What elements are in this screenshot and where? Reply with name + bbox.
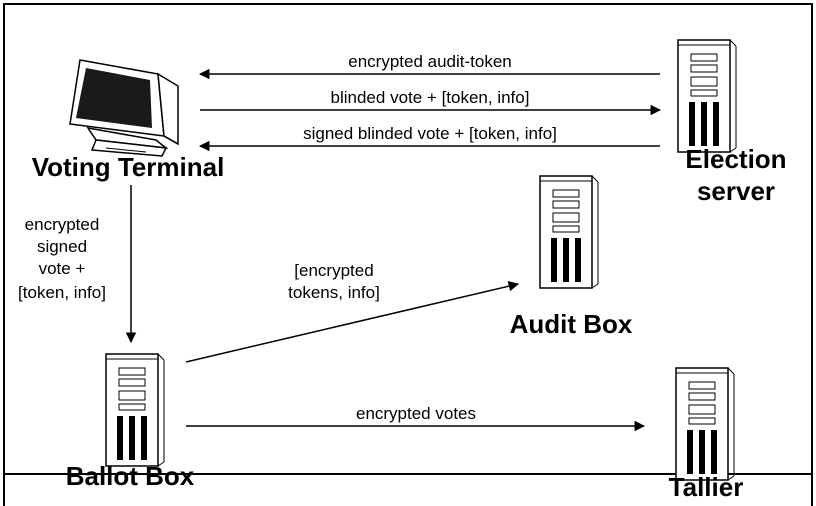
edge-label-ballot-to-tallier: encrypted votes: [356, 404, 476, 423]
node-label-audit-box: Audit Box: [510, 309, 633, 339]
server-tower-icon-election: [677, 39, 737, 153]
edge-label-terminal-to-ballot-line1: encrypted: [25, 215, 100, 234]
node-label-election-server-line2: server: [697, 176, 775, 206]
diagram-frame: [3, 3, 813, 475]
computer-terminal-icon: [69, 59, 179, 157]
edge-label-blinded-vote: blinded vote + [token, info]: [331, 88, 530, 107]
edge-arrow-ballot-to-audit: [185, 281, 520, 363]
edge-label-terminal-to-ballot-line3: vote +: [39, 259, 86, 278]
edge-label-ballot-to-audit-line2: tokens, info]: [288, 283, 380, 302]
edge-label-ballot-to-audit-line1: [encrypted: [294, 261, 373, 280]
edge-label-audit-token: encrypted audit-token: [348, 52, 512, 71]
edge-label-terminal-to-ballot-line4: [token, info]: [18, 283, 106, 302]
server-tower-icon-audit: [539, 175, 599, 289]
server-tower-icon-tallier: [675, 367, 735, 481]
edge-label-signed-blinded-vote: signed blinded vote + [token, info]: [303, 124, 557, 143]
node-label-voting-terminal: Voting Terminal: [32, 152, 225, 182]
node-label-ballot-box: Ballot Box: [66, 461, 195, 491]
edge-label-terminal-to-ballot-line2: signed: [37, 237, 87, 256]
node-label-tallier: Tallier: [669, 472, 744, 502]
node-label-election-server-line1: Election: [685, 144, 786, 174]
server-tower-icon-ballot: [105, 353, 165, 467]
